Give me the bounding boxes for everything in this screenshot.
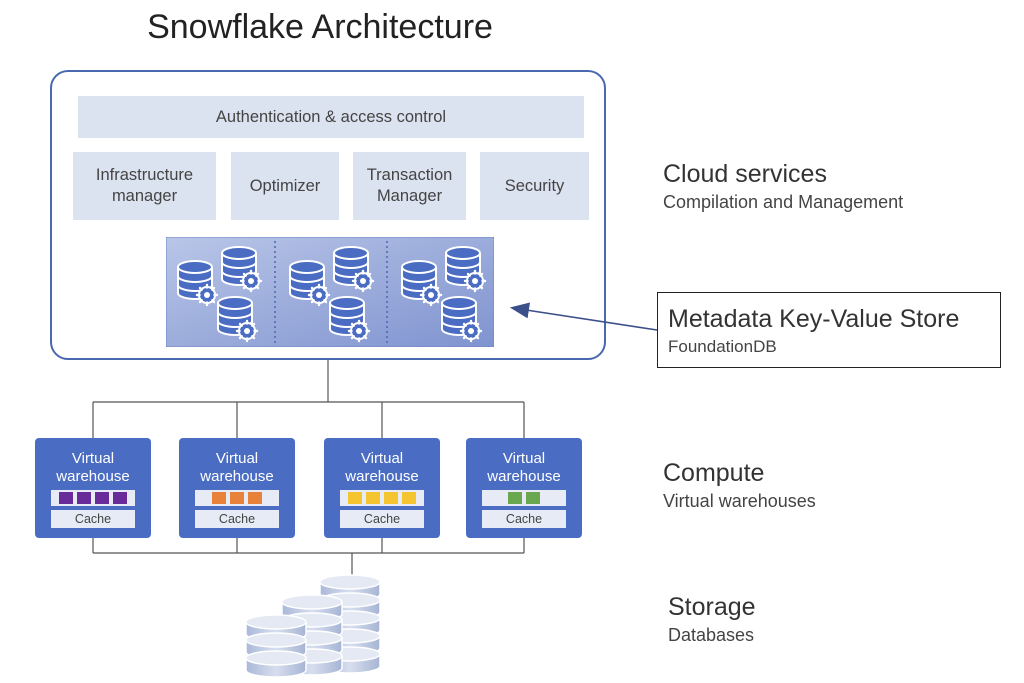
auth-access-control-block: Authentication & access control: [78, 96, 584, 138]
warehouse-slot: [77, 492, 91, 504]
warehouse-slot: [526, 492, 540, 504]
cache-label: Cache: [340, 510, 424, 528]
compute-label: Compute: [663, 459, 765, 487]
virtual-warehouse-3: Virtual warehouse Cache: [324, 438, 440, 538]
cache-label: Cache: [482, 510, 566, 528]
metadata-store-title: Metadata Key-Value Store: [668, 305, 960, 333]
storage-sublabel: Databases: [668, 625, 755, 645]
warehouse-slot: [95, 492, 109, 504]
warehouse-slot: [348, 492, 362, 504]
transaction-manager-block: Transaction Manager: [353, 152, 466, 220]
virtual-warehouse-2: Virtual warehouse Cache: [179, 438, 295, 538]
warehouse-slot: [230, 492, 244, 504]
warehouse-slot: [508, 492, 522, 504]
warehouse-slots: [340, 490, 424, 506]
warehouse-slots: [195, 490, 279, 506]
warehouse-slot: [248, 492, 262, 504]
warehouse-label: Virtual warehouse: [487, 450, 561, 485]
infrastructure-manager-block: Infrastructure manager: [73, 152, 216, 220]
warehouse-slot: [402, 492, 416, 504]
warehouse-slot: [212, 492, 226, 504]
warehouse-slot: [113, 492, 127, 504]
compute-sublabel: Virtual warehouses: [663, 491, 816, 511]
metadata-store-panel: [166, 237, 494, 347]
warehouse-slot: [59, 492, 73, 504]
warehouse-label: Virtual warehouse: [200, 450, 274, 485]
diagram-title: Snowflake Architecture: [147, 8, 493, 46]
metadata-store-subtitle: FoundationDB: [668, 337, 777, 356]
warehouse-label: Virtual warehouse: [56, 450, 130, 485]
metadata-store-callout: Metadata Key-Value Store FoundationDB: [657, 292, 1001, 368]
optimizer-block: Optimizer: [231, 152, 339, 220]
database-stack-icon: [245, 574, 381, 678]
warehouse-slots: [482, 490, 566, 506]
cloud-services-label: Cloud services: [663, 160, 827, 188]
warehouse-slot: [366, 492, 380, 504]
virtual-warehouse-1: Virtual warehouse Cache: [35, 438, 151, 538]
warehouse-slot: [384, 492, 398, 504]
warehouse-slots: [51, 490, 135, 506]
storage-label: Storage: [668, 593, 756, 621]
cache-label: Cache: [51, 510, 135, 528]
warehouse-label: Virtual warehouse: [345, 450, 419, 485]
cache-label: Cache: [195, 510, 279, 528]
cloud-services-sublabel: Compilation and Management: [663, 192, 904, 212]
security-block: Security: [480, 152, 589, 220]
virtual-warehouse-4: Virtual warehouse Cache: [466, 438, 582, 538]
